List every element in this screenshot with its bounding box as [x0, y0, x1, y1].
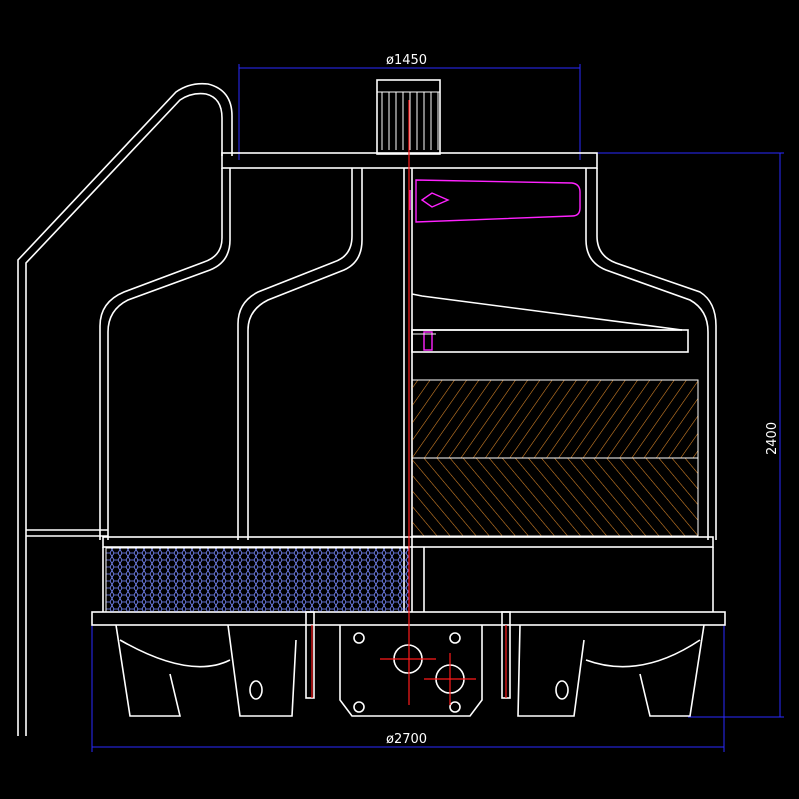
distribution-pipe	[411, 293, 689, 353]
tower-shell	[99, 168, 717, 612]
fan-motor	[376, 79, 441, 155]
fill-media	[411, 379, 699, 537]
outlet-plate	[339, 625, 483, 717]
bottom-diameter-dimension: ø2700	[91, 625, 725, 752]
water-basin	[91, 536, 726, 626]
drive-detail	[409, 179, 581, 223]
height-dimension: 2400	[596, 152, 784, 718]
height-label: 2400	[765, 422, 780, 455]
top-diameter-label: ø1450	[386, 53, 427, 68]
ladder-handrail	[17, 82, 233, 736]
top-diameter-dimension: ø1450	[238, 53, 581, 160]
tower-legs	[115, 611, 705, 717]
bottom-diameter-label: ø2700	[386, 732, 427, 747]
